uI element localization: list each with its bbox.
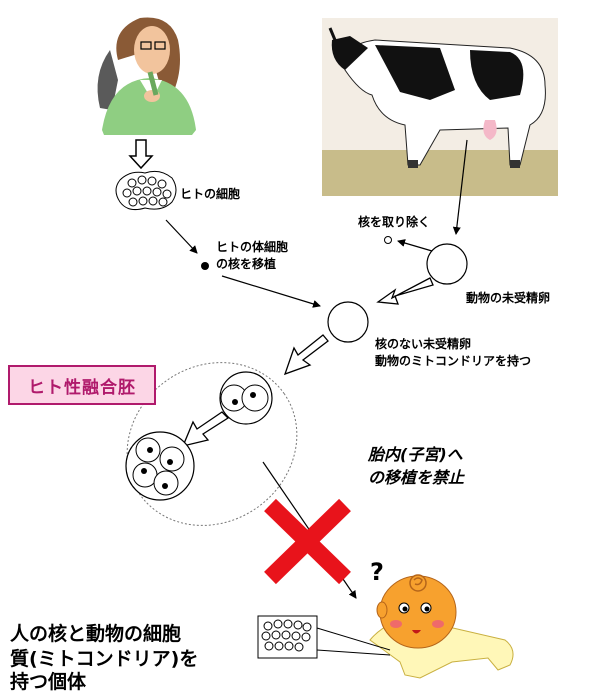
hollow-arrow-3: [181, 411, 230, 447]
animal-egg: [426, 243, 468, 285]
enucleated-egg-label-1: 核のない未受精卵: [375, 337, 472, 351]
prohibition-label-1: 胎内(子宮)へ: [368, 445, 463, 464]
cow-illustration: [322, 18, 558, 196]
baby-illustration: [369, 574, 514, 679]
hybrid-embryo-tag-label: ヒト性融合胚: [28, 377, 136, 398]
hollow-arrow-1: [376, 277, 434, 305]
question-mark: ?: [370, 558, 384, 586]
somatic-nucleus-label-2: の核を移植: [216, 257, 277, 271]
individual-label-1: 人の核と動物の細胞: [10, 623, 182, 645]
individual-label-3: 持つ個体: [10, 671, 87, 693]
two-cell-embryo: [219, 371, 273, 425]
small-cell-cluster: [257, 615, 318, 659]
enucleated-egg-label-2: 動物のミトコンドリアを持つ: [375, 354, 532, 368]
woman-illustration: [97, 17, 196, 135]
animal-egg-label: 動物の未受精卵: [466, 291, 551, 305]
removed-nucleus: [384, 236, 392, 244]
individual-label-2: 質(ミトコンドリア)を: [10, 648, 199, 670]
remove-nucleus-label: 核を取り除く: [358, 215, 431, 229]
hollow-down-arrow: [128, 139, 154, 170]
enucleated-egg: [327, 301, 369, 343]
hybrid-embryo-tag: ヒト性融合胚: [8, 365, 156, 405]
somatic-nucleus-label-1: ヒトの体細胞: [216, 240, 289, 254]
four-cell-embryo: [125, 431, 195, 501]
prohibition-label-2: の移植を禁止: [368, 468, 465, 487]
hollow-arrow-2: [283, 334, 329, 376]
human-cell-label: ヒトの細胞: [180, 187, 241, 201]
human-cell-cluster: [115, 170, 177, 210]
embryo-region: [126, 362, 298, 526]
prohibition-cross: [264, 498, 351, 585]
nucleus-dot: [201, 262, 209, 270]
